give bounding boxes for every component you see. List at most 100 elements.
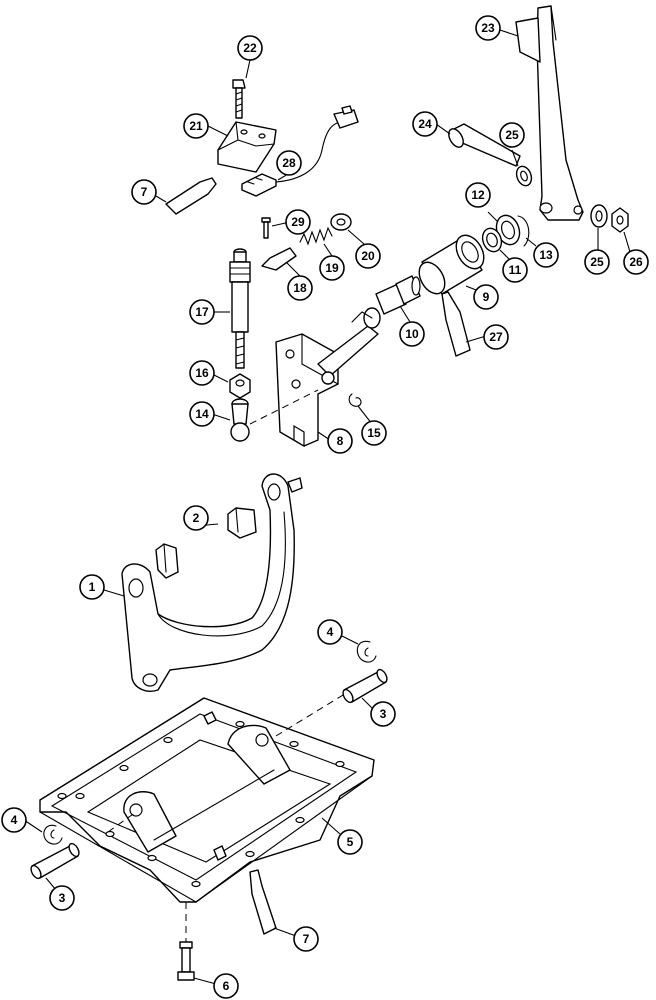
svg-text:4: 4 [11, 813, 18, 827]
callout-22: 22 [237, 35, 263, 61]
svg-text:28: 28 [282, 156, 296, 170]
callout-29: 29 [285, 209, 311, 235]
svg-text:13: 13 [539, 248, 553, 262]
assembly-line-left-pin [107, 811, 137, 833]
sealant-tube-part-27 [441, 291, 471, 357]
housing-part-5 [39, 697, 375, 903]
callout-26: 26 [623, 249, 649, 275]
callout-19: 19 [319, 255, 345, 281]
callout-16: 16 [189, 360, 215, 386]
callout-8: 8 [327, 428, 353, 454]
callout-17: 17 [189, 299, 215, 325]
bolt-part-22 [232, 79, 246, 119]
lever-part-23 [515, 5, 584, 221]
svg-text:25: 25 [505, 128, 519, 142]
svg-text:25: 25 [590, 255, 604, 269]
pin-part-3-left [30, 842, 80, 880]
svg-text:4: 4 [327, 625, 334, 639]
callout-18: 18 [287, 275, 313, 301]
shaft-part-17 [229, 248, 251, 369]
callout-1: 1 [79, 574, 105, 600]
callout-7-lower: 7 [293, 926, 319, 952]
callout-28: 28 [276, 150, 302, 176]
lever-plate-part-8 [275, 307, 381, 448]
svg-text:7: 7 [141, 185, 148, 199]
sensor-part-28 [241, 105, 359, 197]
callout-24: 24 [412, 111, 438, 137]
callout-20: 20 [355, 243, 381, 269]
svg-text:11: 11 [509, 263, 522, 277]
nut-part-26 [611, 207, 629, 233]
plug-part-20 [330, 213, 352, 231]
nut-part-16 [229, 373, 251, 399]
callout-10: 10 [399, 321, 425, 347]
callouts: 22 21 7 28 29 20 19 18 17 16 14 8 15 10 … [1, 15, 649, 999]
bracket-part-21 [217, 121, 277, 173]
clip-part-4-right [356, 640, 377, 663]
snap-ring-part-13 [517, 215, 530, 247]
callout-25-lower: 25 [584, 249, 610, 275]
svg-text:23: 23 [481, 21, 495, 35]
svg-text:10: 10 [405, 327, 419, 341]
svg-text:3: 3 [380, 707, 387, 721]
callout-3-left: 3 [49, 885, 75, 911]
callout-2: 2 [183, 505, 209, 531]
svg-text:20: 20 [361, 249, 375, 263]
washer-part-25-lower [590, 204, 608, 228]
svg-text:1: 1 [89, 580, 96, 594]
clip-part-15 [348, 393, 362, 407]
svg-text:8: 8 [337, 434, 344, 448]
svg-text:19: 19 [325, 261, 339, 275]
bolt-part-24 [448, 123, 521, 167]
callout-12: 12 [465, 182, 491, 208]
callout-5: 5 [337, 829, 363, 855]
svg-text:9: 9 [483, 290, 490, 304]
sealant-tube-part-7-upper [165, 177, 217, 215]
sealant-tube-part-7-lower [249, 869, 277, 935]
svg-text:17: 17 [195, 305, 209, 319]
svg-text:5: 5 [347, 835, 354, 849]
bushing-part-10 [375, 275, 421, 315]
svg-text:24: 24 [418, 117, 432, 131]
callout-4-right: 4 [317, 619, 343, 645]
svg-text:14: 14 [195, 407, 209, 421]
svg-text:18: 18 [293, 281, 307, 295]
pin-part-3-right [342, 668, 388, 704]
yoke-part-1 [121, 473, 303, 692]
callout-4-left: 4 [1, 807, 27, 833]
svg-text:26: 26 [629, 255, 643, 269]
assembly-line-right-pin [275, 691, 349, 737]
svg-text:6: 6 [223, 979, 230, 993]
callout-27: 27 [483, 324, 509, 350]
svg-text:15: 15 [367, 426, 381, 440]
spring-part-19 [299, 226, 333, 246]
svg-text:22: 22 [243, 41, 257, 55]
bushing-part-9 [418, 234, 485, 295]
ring-part-11 [481, 227, 503, 253]
callout-14: 14 [189, 401, 215, 427]
svg-text:3: 3 [59, 891, 66, 905]
screw-part-29 [261, 217, 271, 239]
callout-25-upper: 25 [499, 122, 525, 148]
washer-part-25-upper [515, 165, 533, 187]
callout-3-right: 3 [370, 701, 396, 727]
assembly-line-shaft [249, 389, 319, 425]
callout-9: 9 [473, 284, 499, 310]
svg-text:16: 16 [195, 366, 209, 380]
svg-text:12: 12 [471, 188, 485, 202]
callout-15: 15 [361, 420, 387, 446]
svg-text:7: 7 [303, 932, 310, 946]
callout-21: 21 [183, 113, 209, 139]
clip-part-4-left [43, 824, 63, 845]
svg-text:29: 29 [291, 215, 305, 229]
callout-23: 23 [475, 15, 501, 41]
callout-7-upper: 7 [131, 179, 157, 205]
detent-plunger-part-18 [261, 247, 297, 271]
callout-13: 13 [533, 242, 559, 268]
svg-text:2: 2 [193, 511, 200, 525]
ball-joint-part-14 [230, 398, 250, 442]
svg-text:21: 21 [189, 119, 203, 133]
seal-part-12 [495, 214, 521, 246]
pin-part-2 [155, 507, 257, 579]
